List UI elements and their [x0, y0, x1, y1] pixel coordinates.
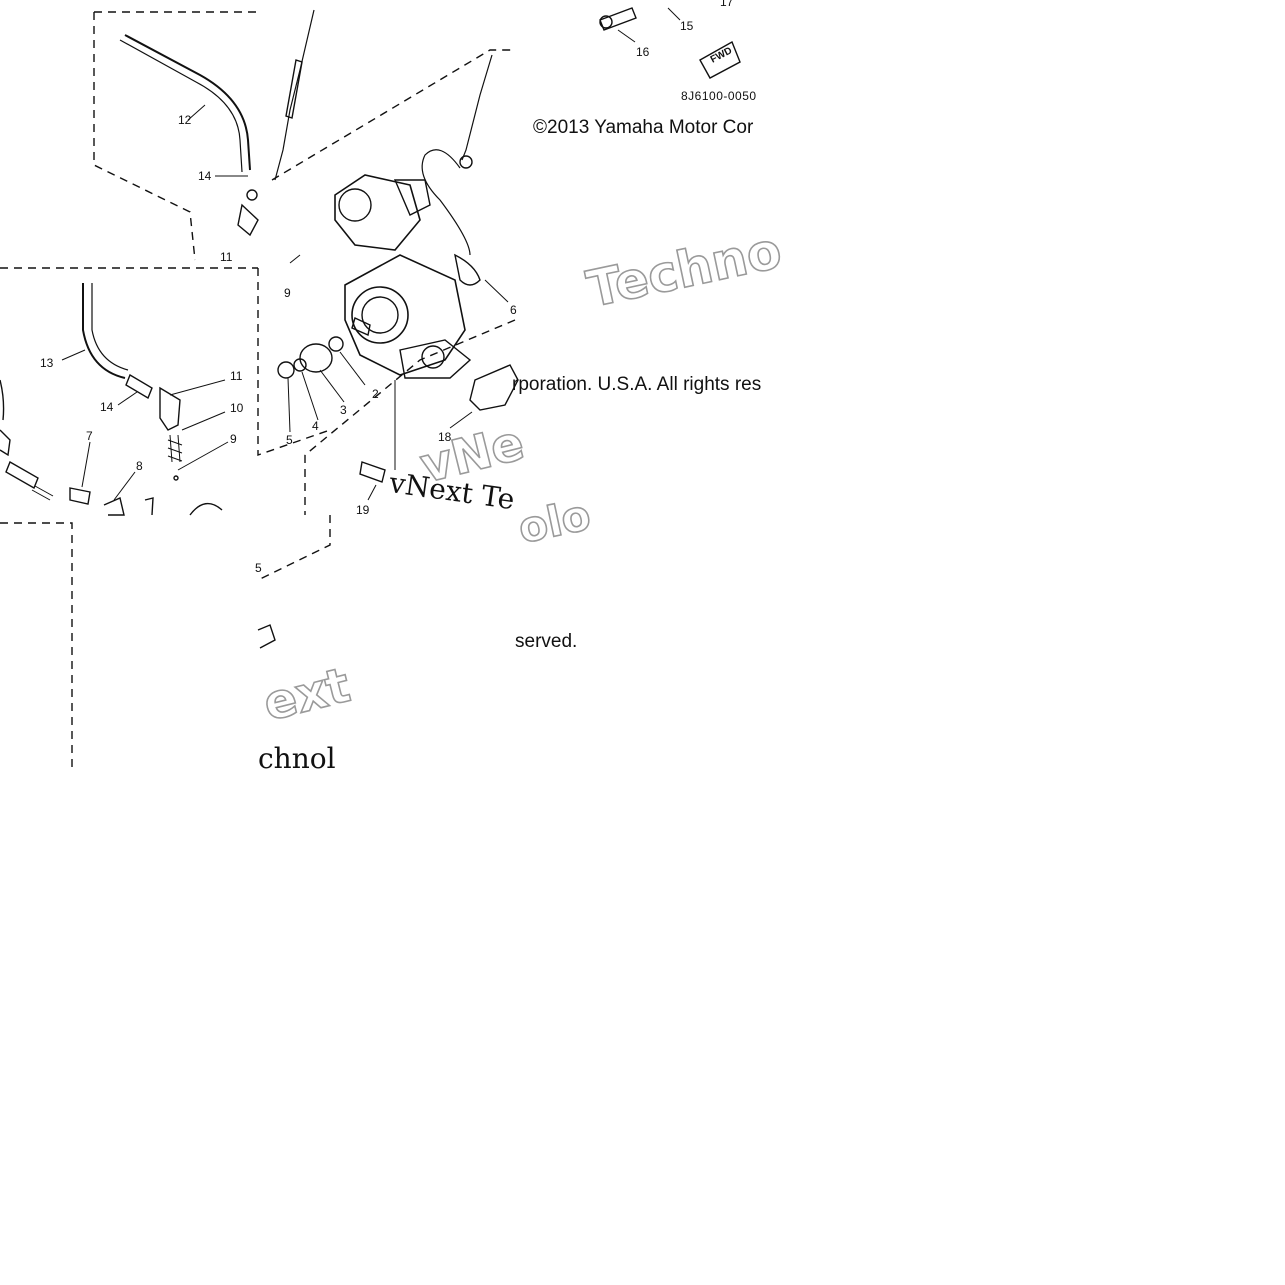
dashed-frame-middle [0, 267, 331, 515]
cable-upper [274, 9, 315, 181]
part-label-7: 7 [86, 429, 93, 443]
part-label-13: 13 [40, 356, 54, 370]
part-label-2: 2 [372, 387, 379, 401]
part-label-18: 18 [438, 430, 452, 444]
copyright-line-2: rporation. U.S.A. All rights res [512, 374, 762, 395]
watermark-chnol: chnol [258, 742, 336, 775]
part-label-8: 8 [136, 459, 143, 473]
part-label-9-lower: 9 [230, 432, 237, 446]
gasket-18 [469, 364, 519, 411]
dashed-frame-top-left [93, 11, 258, 261]
bolt-15 [599, 7, 637, 31]
dashed-frame-bottom-left [0, 522, 73, 770]
part-label-5-bottom: 5 [255, 561, 262, 575]
copyright-line-1: ©2013 Yamaha Motor Cor [533, 117, 754, 138]
part-label-3: 3 [340, 403, 347, 417]
part-label-17: 17 [720, 0, 734, 9]
dashed-frame-right [271, 49, 516, 456]
part-label-19: 19 [356, 503, 370, 517]
copyright-line-3: served. [515, 631, 578, 652]
hose-12 [124, 34, 251, 171]
bolt-19 [359, 461, 386, 483]
part-label-10: 10 [230, 401, 244, 415]
part-label-11-upper: 11 [220, 250, 233, 264]
part-label-4: 4 [312, 419, 319, 433]
part-label-12: 12 [178, 113, 192, 127]
pump-cover [334, 174, 421, 251]
sensor-probe [461, 54, 493, 161]
diagram-code: 8J6100-0050 [681, 89, 757, 103]
part-label-14-lower: 14 [100, 400, 114, 414]
part-label-5: 5 [286, 433, 293, 447]
part-label-6: 6 [510, 303, 517, 317]
hose-13 [82, 283, 126, 379]
fwd-arrow [699, 40, 741, 79]
dashed-frame-lower [257, 515, 331, 581]
part-label-16: 16 [636, 45, 650, 59]
part-label-9-upper: 9 [284, 286, 291, 300]
part-label-11-lower: 11 [230, 369, 243, 383]
part-label-14-upper: 14 [198, 169, 212, 183]
part-label-15: 15 [680, 19, 694, 33]
pump-body [344, 254, 466, 376]
